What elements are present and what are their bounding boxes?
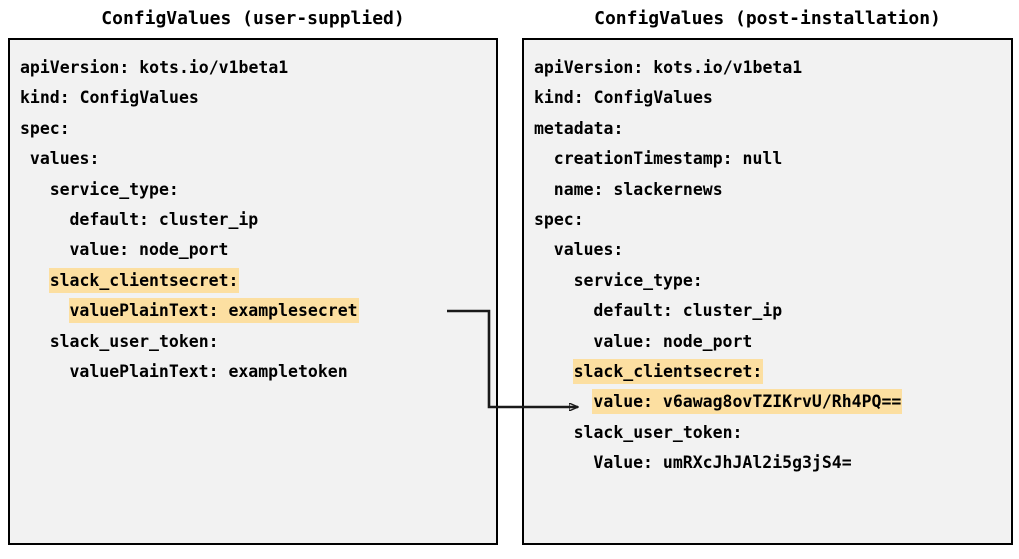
indent-spacer	[20, 240, 70, 259]
indent-spacer	[534, 332, 593, 351]
right-code-line: kind: ConfigValues	[534, 83, 1011, 113]
right-panel-title: ConfigValues (post-installation)	[594, 8, 941, 29]
left-code-text: default: cluster_ip	[69, 209, 259, 229]
left-code-text: kind: ConfigValues	[20, 88, 199, 108]
right-config-values-box: apiVersion: kots.io/v1beta1 kind: ConfigV…	[522, 38, 1013, 545]
right-code-line: slack_clientsecret:	[534, 357, 1011, 387]
right-code-line: default: cluster_ip	[534, 296, 1011, 326]
left-code-line: slack_clientsecret:	[20, 266, 496, 296]
indent-spacer	[20, 301, 70, 320]
indent-spacer	[534, 271, 574, 290]
indent-spacer	[534, 362, 574, 381]
right-code-text: slack_user_token:	[573, 422, 743, 442]
right-code-line: creationTimestamp: null	[534, 144, 1011, 174]
indent-spacer	[534, 423, 574, 442]
right-code-text: metadata:	[534, 118, 624, 138]
left-code-line: valuePlainText: examplesecret	[20, 296, 496, 326]
right-code-text: kind: ConfigValues	[534, 88, 713, 108]
indent-spacer	[20, 362, 70, 381]
right-code-text: apiVersion: kots.io/v1beta1	[534, 58, 803, 77]
indent-spacer	[534, 240, 554, 259]
left-panel-title: ConfigValues (user-supplied)	[101, 8, 405, 29]
left-code-line: apiVersion: kots.io/v1beta1	[20, 53, 496, 83]
right-code-line: name: slackernews	[534, 175, 1011, 205]
right-code-text: spec:	[534, 209, 584, 229]
left-code-text: valuePlainText: exampletoken	[69, 361, 348, 381]
right-code-line: service_type:	[534, 266, 1011, 296]
right-code-text: value: v6awag8ovTZIKrvU/Rh4PQ==	[593, 390, 902, 414]
left-code-text: spec:	[20, 118, 70, 138]
right-code-line: value: v6awag8ovTZIKrvU/Rh4PQ==	[534, 387, 1011, 417]
right-code-text: default: cluster_ip	[593, 301, 783, 321]
left-code-text: valuePlainText: examplesecret	[69, 299, 358, 323]
right-code-line: Value: umRXcJhJAl2i5g3jS4=	[534, 448, 1011, 478]
right-code-line: value: node_port	[534, 327, 1011, 357]
left-code-line: slack_user_token:	[20, 327, 496, 357]
left-code-text: apiVersion: kots.io/v1beta1	[20, 58, 289, 77]
left-code-lines: apiVersion: kots.io/v1beta1 kind: ConfigV…	[20, 53, 496, 387]
left-config-values-box: apiVersion: kots.io/v1beta1 kind: ConfigV…	[8, 38, 498, 545]
right-code-text: name: slackernews	[553, 179, 723, 199]
left-code-line: values:	[20, 144, 496, 174]
left-code-text: service_type:	[49, 179, 179, 199]
left-code-line: value: node_port	[20, 235, 496, 265]
left-code-line: kind: ConfigValues	[20, 83, 496, 113]
indent-spacer	[534, 301, 593, 320]
right-code-line: slack_user_token:	[534, 418, 1011, 448]
right-code-text: values:	[553, 240, 624, 260]
right-code-text: Value: umRXcJhJAl2i5g3jS4=	[593, 453, 852, 473]
left-code-line: service_type:	[20, 175, 496, 205]
right-code-text: slack_clientsecret:	[573, 359, 763, 383]
indent-spacer	[20, 271, 50, 290]
left-code-line: spec:	[20, 114, 496, 144]
right-code-text: value: node_port	[593, 331, 753, 351]
indent-spacer	[534, 392, 593, 411]
left-code-line: default: cluster_ip	[20, 205, 496, 235]
indent-spacer	[534, 453, 593, 472]
left-code-text: values:	[29, 149, 100, 169]
left-code-line: valuePlainText: exampletoken	[20, 357, 496, 387]
left-code-text: value: node_port	[69, 240, 229, 260]
left-code-text: slack_clientsecret:	[49, 268, 239, 292]
indent-spacer	[20, 210, 70, 229]
indent-spacer	[534, 180, 554, 199]
right-code-lines: apiVersion: kots.io/v1beta1 kind: ConfigV…	[534, 53, 1011, 478]
right-code-line: apiVersion: kots.io/v1beta1	[534, 53, 1011, 83]
indent-spacer	[20, 149, 30, 168]
right-code-line: spec:	[534, 205, 1011, 235]
right-code-text: service_type:	[573, 270, 703, 290]
indent-spacer	[534, 149, 554, 168]
indent-spacer	[20, 332, 50, 351]
indent-spacer	[20, 180, 50, 199]
left-code-text: slack_user_token:	[49, 331, 219, 351]
right-code-text: creationTimestamp: null	[553, 149, 783, 169]
right-code-line: values:	[534, 235, 1011, 265]
right-code-line: metadata:	[534, 114, 1011, 144]
